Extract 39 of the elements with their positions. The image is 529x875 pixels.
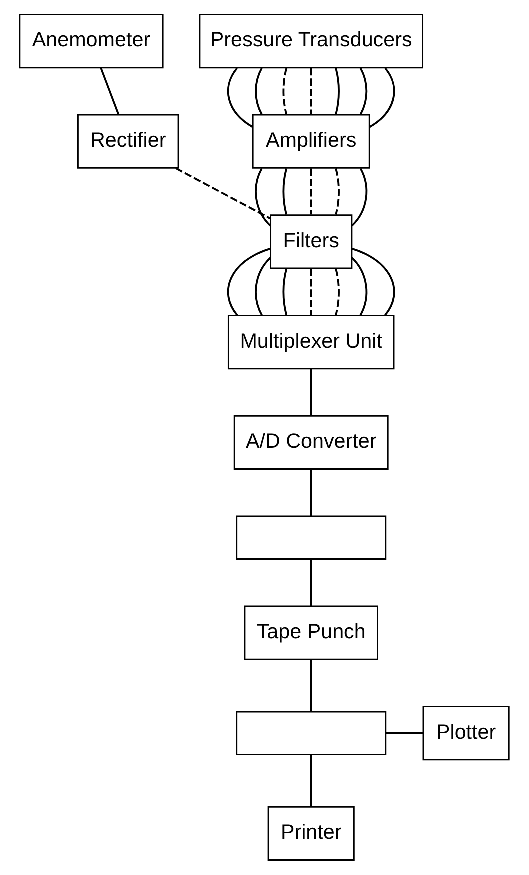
connector <box>310 755 312 807</box>
node-box: Rectifier <box>77 114 180 169</box>
connector <box>100 68 120 115</box>
connector <box>255 168 272 227</box>
node-box: Filters <box>270 214 353 270</box>
connector <box>360 68 368 115</box>
connector <box>255 257 272 316</box>
connector <box>386 732 424 734</box>
connector <box>351 168 368 227</box>
node-box: Anemometer <box>19 14 164 69</box>
connector <box>369 68 396 128</box>
connector <box>310 168 312 215</box>
node-box: Multiplexer Unit <box>228 315 395 370</box>
connector <box>351 257 368 316</box>
connector <box>310 660 312 712</box>
connector <box>310 68 312 114</box>
connector <box>335 268 340 316</box>
connector <box>335 68 340 115</box>
connector <box>310 269 312 316</box>
node-box: Amplifiers <box>252 114 370 169</box>
connector <box>228 68 254 128</box>
connector <box>310 369 312 416</box>
node-box: Plotter <box>422 706 510 761</box>
connector <box>310 469 312 516</box>
node-box: A/D Converter <box>234 415 389 470</box>
connector <box>282 68 288 115</box>
connector <box>335 168 340 215</box>
node-box: Tape Punch <box>244 606 378 660</box>
node-box <box>236 516 387 560</box>
connector <box>282 268 288 316</box>
connector <box>255 68 263 115</box>
connector <box>352 248 396 316</box>
connector <box>310 559 312 606</box>
node-box <box>236 711 387 756</box>
node-box: Printer <box>268 806 355 862</box>
node-box: Pressure Transducers <box>199 14 424 69</box>
connector <box>227 248 272 316</box>
connector <box>176 168 271 220</box>
connector <box>282 168 288 215</box>
